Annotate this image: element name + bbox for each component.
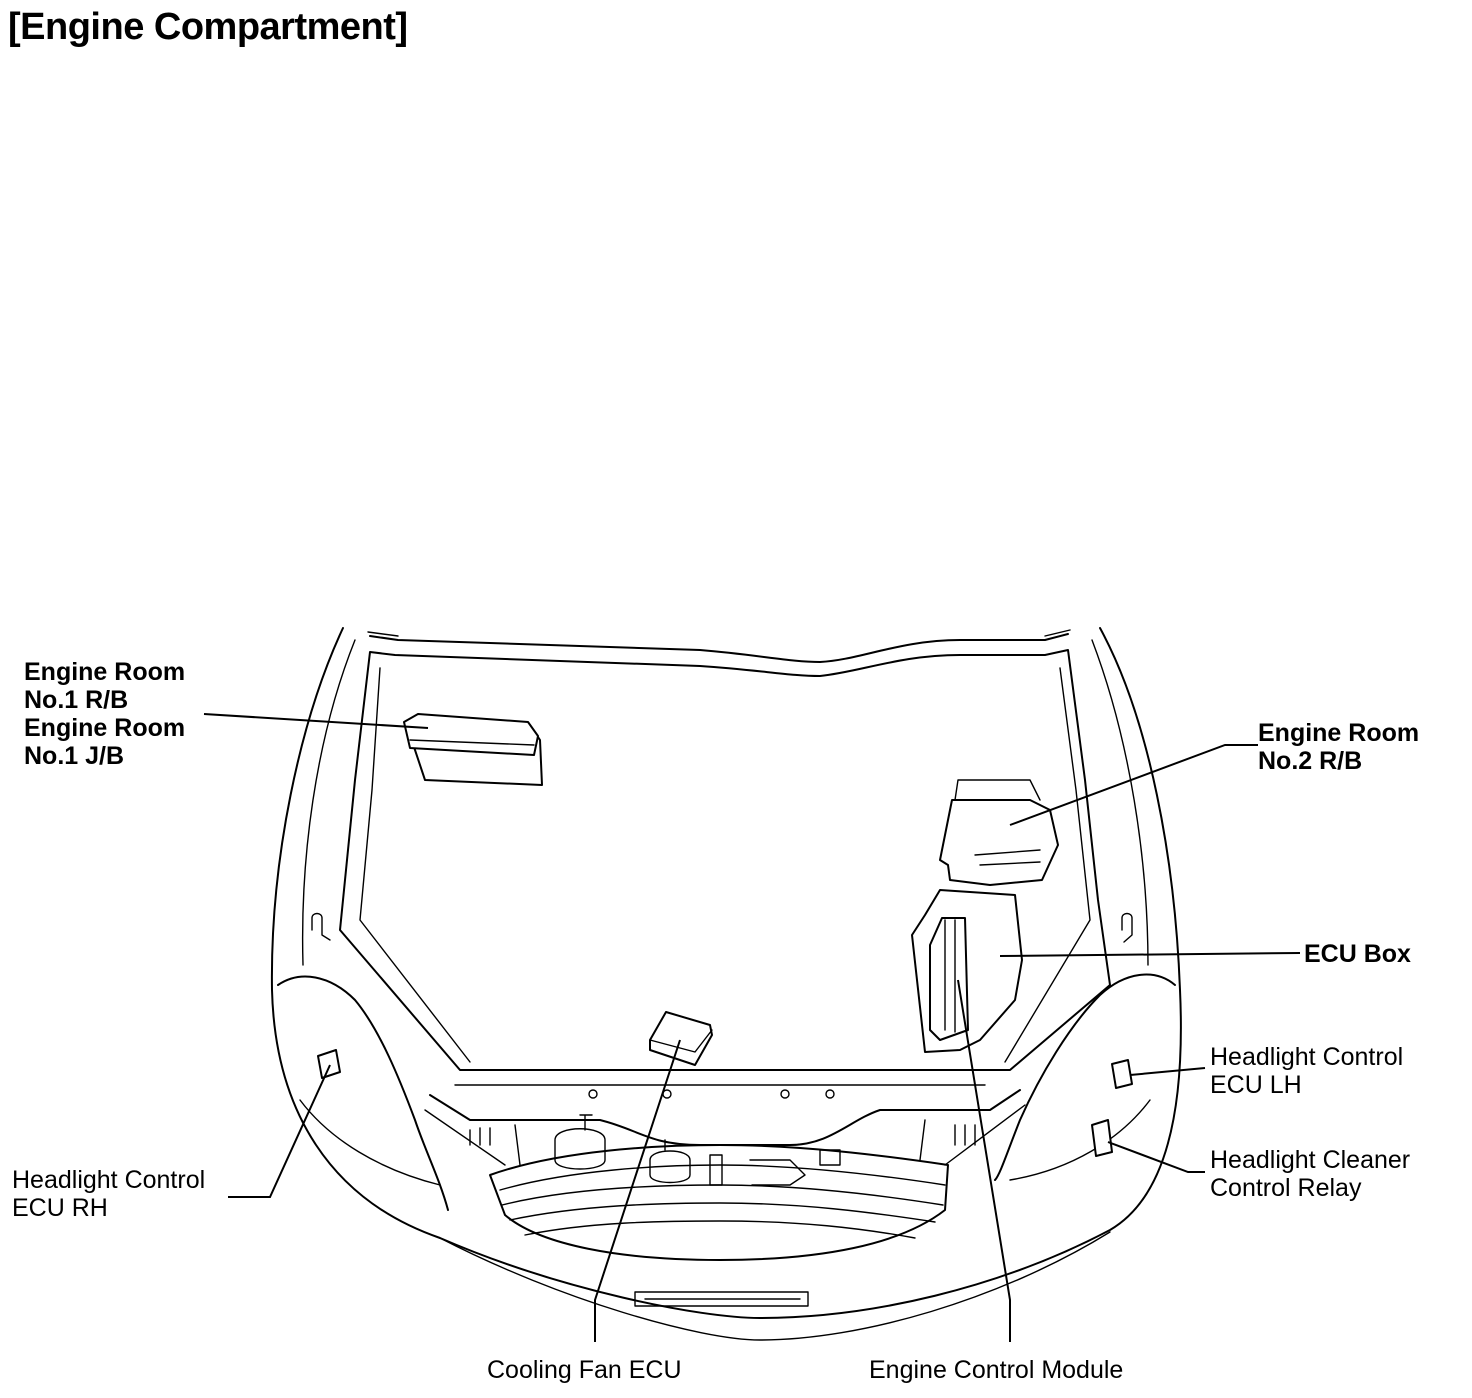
label-line: Cooling Fan ECU (487, 1356, 682, 1384)
engine-room-no2-rb-component (939, 779, 1059, 886)
label-line: No.1 J/B (24, 742, 125, 770)
label-headlight-control-ecu-rh: Headlight Control ECU RH (12, 1166, 205, 1222)
ecu-box-component (911, 889, 1023, 1053)
leader-engine-room-no1 (203, 713, 429, 729)
leader-lines (203, 713, 1301, 1342)
leader-engine-room-no2 (1009, 744, 1258, 826)
label-headlight-control-ecu-lh: Headlight Control ECU LH (1210, 1043, 1403, 1099)
engine-room-no1-rb-jb-component (403, 713, 543, 786)
label-line: Engine Room (24, 714, 186, 742)
label-engine-room-no2: Engine Room No.2 R/B (1258, 719, 1419, 775)
label-line: ECU Box (1304, 940, 1411, 968)
headlight-cleaner-control-relay-component (1091, 1119, 1113, 1157)
cooling-fan-ecu-component (649, 1011, 713, 1066)
leader-ecm (957, 979, 1011, 1342)
label-line: Engine Room (1258, 719, 1420, 747)
label-line: Headlight Control (12, 1166, 206, 1194)
leader-cooling-fan (594, 1039, 681, 1342)
label-engine-room-no1: Engine Room No.1 R/B Engine Room No.1 J/… (24, 658, 185, 770)
leader-headlight-lh (1129, 1067, 1206, 1076)
leader-ecu-box (999, 952, 1301, 957)
label-line: ECU RH (12, 1194, 108, 1222)
label-line: Control Relay (1210, 1174, 1362, 1202)
headlight-control-ecu-lh-component (1111, 1059, 1133, 1089)
label-line: Headlight Control (1210, 1043, 1404, 1071)
car-body-outline (270, 627, 1182, 1341)
label-line: Headlight Cleaner (1210, 1146, 1411, 1174)
label-cooling-fan-ecu: Cooling Fan ECU (487, 1356, 682, 1384)
label-line: No.2 R/B (1258, 747, 1363, 775)
label-line: No.1 R/B (24, 686, 129, 714)
label-line: Engine Room (24, 658, 186, 686)
page-title: [Engine Compartment] (8, 6, 408, 48)
label-line: Engine Control Module (869, 1356, 1124, 1384)
label-engine-control-module: Engine Control Module (869, 1356, 1123, 1384)
label-line: ECU LH (1210, 1071, 1302, 1099)
label-headlight-cleaner-control-relay: Headlight Cleaner Control Relay (1210, 1146, 1410, 1202)
headlight-control-ecu-rh-component (317, 1049, 341, 1079)
label-ecu-box: ECU Box (1304, 940, 1411, 968)
leader-headlight-cleaner (1107, 1141, 1205, 1173)
leader-headlight-rh (228, 1064, 331, 1198)
